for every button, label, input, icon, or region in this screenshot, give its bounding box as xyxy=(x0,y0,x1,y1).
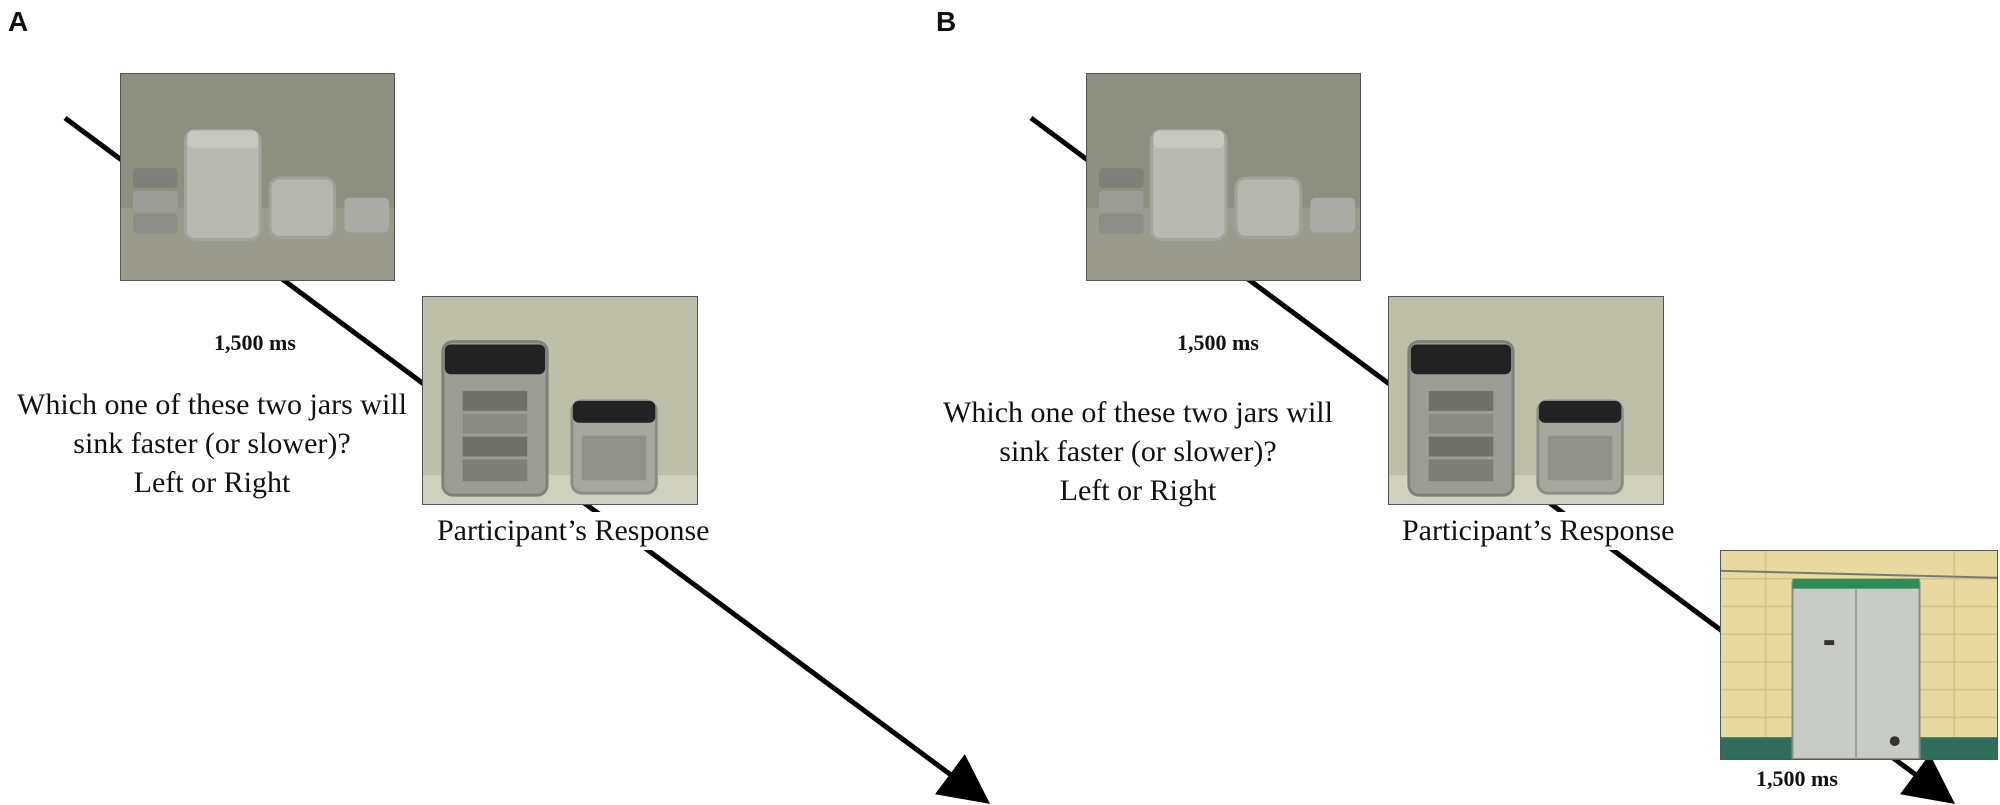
question-line: Left or Right xyxy=(1059,474,1217,507)
panel-label-b: B xyxy=(936,6,957,37)
stimulus-duration-b: 1,500 ms xyxy=(1177,330,1259,355)
question-line: Left or Right xyxy=(133,466,291,499)
jars-stimulus-photo xyxy=(1086,73,1361,281)
participant-response-a: Participant’s Response xyxy=(431,512,716,550)
question-line: sink faster (or slower)? xyxy=(73,427,351,460)
participant-response-b: Participant’s Response xyxy=(1396,512,1681,550)
jars-question-photo xyxy=(1388,296,1664,505)
stimulus-duration-a: 1,500 ms xyxy=(214,330,296,355)
panel-label-a: A xyxy=(8,6,29,37)
sinking-tank-photo xyxy=(1720,550,1998,760)
question-text-a: Which one of these two jars will sink fa… xyxy=(2,385,422,502)
question-line: Which one of these two jars will xyxy=(17,388,407,421)
jars-question-photo xyxy=(422,296,698,505)
question-line: sink faster (or slower)? xyxy=(999,435,1277,468)
question-line: Which one of these two jars will xyxy=(943,396,1333,429)
feedback-duration-b: 1,500 ms xyxy=(1756,766,1838,791)
question-text-b: Which one of these two jars will sink fa… xyxy=(928,393,1348,510)
jars-stimulus-photo xyxy=(120,73,395,281)
